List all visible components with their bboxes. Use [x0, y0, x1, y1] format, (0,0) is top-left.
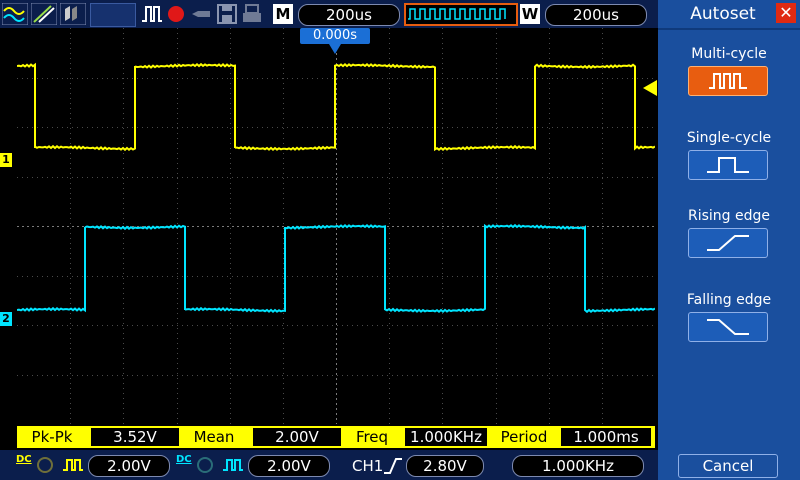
- ch1-waveform: [17, 62, 655, 152]
- ch1-coupling-label: DC: [16, 454, 32, 465]
- single-pulse-icon: [707, 157, 749, 173]
- trigger-position-arrow: [329, 44, 341, 54]
- window-indicator[interactable]: W: [520, 4, 540, 24]
- option-label-falling-edge: Falling edge: [686, 292, 772, 308]
- trigger-level-marker[interactable]: [643, 80, 657, 96]
- print-icon[interactable]: [241, 3, 263, 25]
- measure-value-period: 1.000ms: [561, 428, 651, 446]
- measure-label-freq: Freq: [355, 428, 389, 446]
- waveform-display: [17, 28, 655, 424]
- timebase-display[interactable]: 200us: [298, 4, 400, 26]
- ch2-waveform-icon[interactable]: [222, 456, 244, 474]
- trigger-pulse-icon[interactable]: [140, 3, 164, 25]
- falling-edge-icon: [707, 319, 749, 335]
- panel-title: Autoset: [690, 4, 756, 24]
- measure-value-mean: 2.00V: [253, 428, 341, 446]
- ch1-waveform-icon[interactable]: [62, 456, 84, 474]
- top-toolbar: M 200us W 200us: [0, 0, 658, 28]
- rising-edge-button[interactable]: [688, 228, 768, 258]
- ch2-scale-display[interactable]: 2.00V: [248, 455, 330, 477]
- scope-screen[interactable]: [17, 28, 655, 424]
- option-label-single-cycle: Single-cycle: [686, 130, 772, 146]
- rising-edge-icon: [707, 235, 749, 251]
- measure-value-pkpk: 3.52V: [91, 428, 179, 446]
- panel-divider: [658, 28, 800, 30]
- window-timebase-display[interactable]: 200us: [545, 4, 647, 26]
- empty-slot: [90, 3, 136, 27]
- trigger-level-display[interactable]: 2.80V: [406, 455, 484, 477]
- ch2-waveform: [17, 223, 655, 314]
- ch2-level-marker[interactable]: 2: [0, 312, 12, 326]
- reference-icon[interactable]: [60, 3, 86, 25]
- save-icon[interactable]: [216, 3, 238, 25]
- ch1-scale-display[interactable]: 2.00V: [88, 455, 170, 477]
- measure-label-pkpk: Pk-Pk: [31, 428, 73, 446]
- measure-label-period: Period: [500, 428, 548, 446]
- probe-icon[interactable]: [190, 3, 214, 25]
- window-position-bar[interactable]: [404, 3, 518, 26]
- frequency-counter-display[interactable]: 1.000KHz: [512, 455, 644, 477]
- ch1-level-marker[interactable]: 1: [0, 153, 12, 167]
- status-bar: DC 2.00V DC 2.00V CH1 2.80V 1.000KHz: [0, 450, 658, 480]
- ch1-bandwidth-icon[interactable]: [36, 456, 54, 474]
- multi-pulse-icon: [709, 73, 747, 89]
- trigger-source-label[interactable]: CH1: [352, 457, 384, 475]
- option-label-rising-edge: Rising edge: [687, 208, 770, 224]
- measure-label-mean: Mean: [193, 428, 235, 446]
- rising-trigger-icon[interactable]: [382, 456, 404, 476]
- multi-cycle-button[interactable]: [688, 66, 768, 96]
- measure-value-freq: 1.000KHz: [405, 428, 487, 446]
- grid: [17, 28, 655, 424]
- measurement-bar: Pk-Pk 3.52V Mean 2.00V Freq 1.000KHz Per…: [17, 426, 655, 448]
- window-waveform-icon: [408, 8, 506, 20]
- option-label-multi-cycle: Multi-cycle: [691, 46, 767, 62]
- falling-edge-button[interactable]: [688, 312, 768, 342]
- ch2-bandwidth-icon[interactable]: [196, 456, 214, 474]
- close-icon[interactable]: ✕: [776, 3, 796, 23]
- mode-indicator[interactable]: M: [273, 4, 293, 24]
- single-cycle-button[interactable]: [688, 150, 768, 180]
- trigger-position-label[interactable]: 0.000s: [300, 28, 370, 44]
- ch2-coupling-label: DC: [176, 454, 192, 465]
- waveform-icon[interactable]: [2, 3, 28, 25]
- cancel-button[interactable]: Cancel: [678, 454, 778, 478]
- record-icon[interactable]: [166, 3, 186, 25]
- math-icon[interactable]: [31, 3, 57, 25]
